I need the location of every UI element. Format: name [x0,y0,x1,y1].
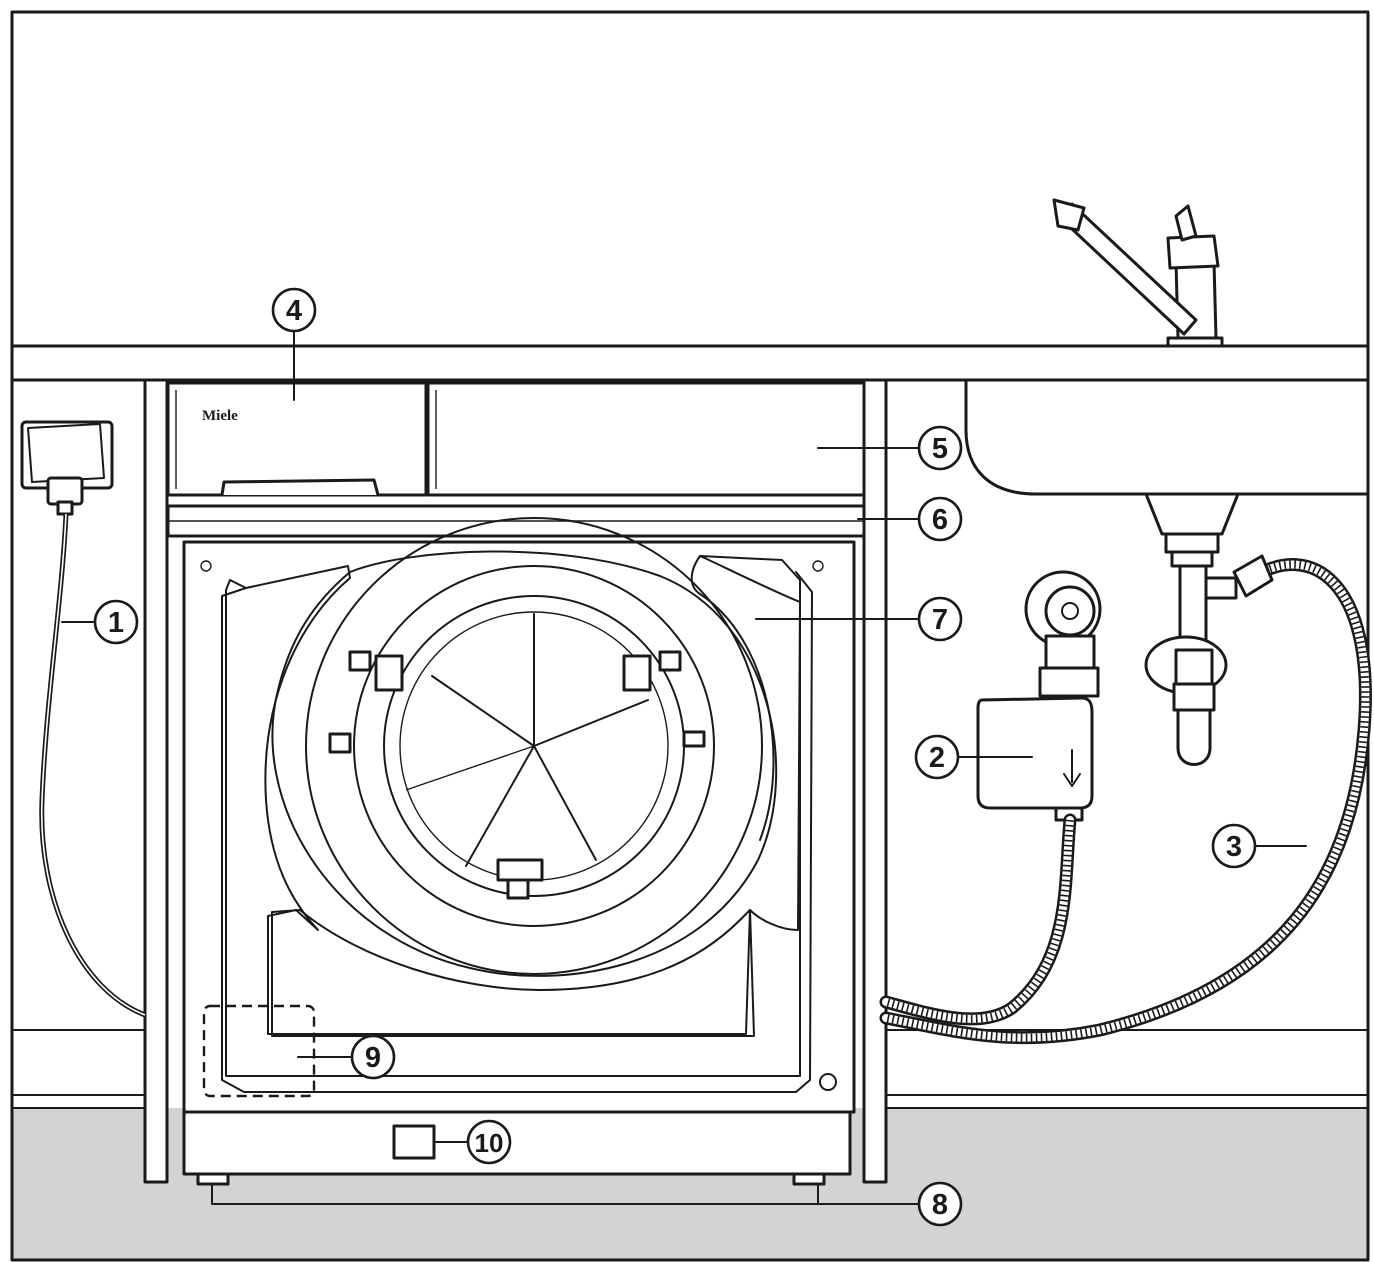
right-cabinet [885,1029,1369,1109]
callout-8: 8 [917,1181,963,1227]
callout-9: 9 [350,1034,396,1080]
service-flap [202,1004,316,1098]
niche-side-panels [143,378,888,1184]
plinth [182,1110,852,1176]
callout-label: 1 [108,607,124,639]
drain-trap-icon [1144,492,1240,766]
callout-label: 10 [475,1128,504,1158]
drain-hose [879,558,1372,1045]
frame [10,10,1370,1262]
inlet-hose [879,813,1077,1026]
lower-recess [271,909,755,1037]
countertop [10,344,1370,382]
callout-4: 4 [271,287,317,333]
callout-label: 5 [932,433,948,465]
foot-right [792,1172,826,1186]
water-tap-icon [1052,198,1224,348]
machine-front [182,540,856,1114]
callout-10: 10 [466,1119,512,1165]
callout-label: 2 [929,742,945,774]
leader-lines [61,329,1307,1205]
door-hinges [328,650,706,900]
drum [405,613,649,867]
power-socket-icon [20,420,114,516]
callout-label: 4 [286,295,302,327]
callout-label: 9 [365,1042,381,1074]
callout-3: 3 [1211,823,1257,869]
callout-label: 8 [932,1189,948,1221]
sink-icon [964,378,1370,496]
foot-left [196,1172,230,1186]
callout-5: 5 [917,425,963,471]
callout-6: 6 [917,496,963,542]
detergent-drawer [166,381,428,497]
callout-2: 2 [914,734,960,780]
washing-machine [166,381,866,1186]
brand-label: Miele [202,408,238,424]
power-cable [39,513,146,1018]
top-cover-panel [426,381,866,497]
type-plate [392,1124,436,1160]
drain-hose-connector [1232,554,1274,598]
water-stop-valve-icon [976,570,1102,822]
door-outer-ring [271,550,778,977]
callout-7: 7 [917,596,963,642]
callout-label: 7 [932,604,948,636]
door-ring [305,517,763,975]
left-cabinet [11,1029,146,1109]
callout-label: 6 [932,504,948,536]
callout-label: 3 [1226,831,1242,863]
front-frame [225,555,801,1077]
callout-1: 1 [93,599,139,645]
